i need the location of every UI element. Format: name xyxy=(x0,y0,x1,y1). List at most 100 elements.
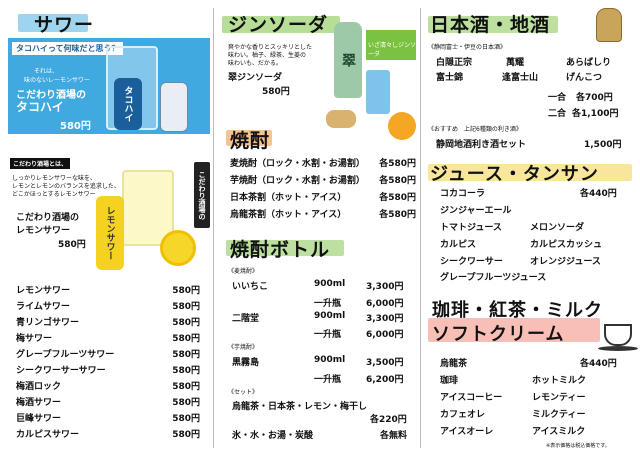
sake-title: 日本酒・地酒 xyxy=(430,14,551,36)
isho-2: 一升瓶 xyxy=(314,330,342,340)
takohai-banner: タコハイって何味だと思う？ xyxy=(12,42,124,55)
gin-desc-1: 爽やかな香りとスッキリとした xyxy=(228,44,313,51)
juice-left-item: ジンジャーエール xyxy=(440,206,512,216)
shochu-item: 芋焼酎（ロック・水割・お湯割）各580円 xyxy=(230,176,416,186)
gin-price: 580円 xyxy=(262,87,290,97)
kiki-set: 静岡地酒利き酒セット xyxy=(436,140,527,150)
lemon-price: 580円 xyxy=(58,240,86,250)
ml-3: 900ml xyxy=(314,355,346,365)
lemon-desc-2: レモンとレモンのバランスを追求した、 xyxy=(12,183,120,190)
imo-label: 《芋焼酎》 xyxy=(228,344,259,351)
shochu-title: 焼酎 xyxy=(230,130,271,152)
ml-1: 900ml xyxy=(314,279,346,289)
sake-brand-6: げんこつ xyxy=(566,73,603,83)
column-divider-1 xyxy=(213,8,214,448)
price-5: 3,500円 xyxy=(366,358,404,368)
isho-3: 一升瓶 xyxy=(314,375,342,385)
ichigo-label: 一合 xyxy=(548,93,567,103)
shochu-item: 麦焼酎（ロック・水割・お湯割）各580円 xyxy=(230,159,416,169)
cafe-left-item: 珈琲 xyxy=(440,376,459,386)
shochu-item: 烏龍茶割（ホット・アイス）各580円 xyxy=(230,210,416,220)
cafe-left-item: アイスコーヒー xyxy=(440,393,503,403)
yuzu-icon xyxy=(388,112,416,140)
coffee-cup-icon xyxy=(604,324,632,346)
price-1: 3,300円 xyxy=(366,282,404,292)
gin-badge-text: いざ清々しジンソーダ xyxy=(368,42,417,58)
isho-1: 一升瓶 xyxy=(314,299,342,309)
lemon-desc-1: しっかりレモンサワーな味を、 xyxy=(12,175,97,182)
cafe-right-item: レモンティー xyxy=(532,393,586,403)
column-divider-2 xyxy=(420,8,421,448)
gin-bottle-icon: 翠 xyxy=(334,22,362,98)
lemon-name-2: レモンサワー xyxy=(16,226,71,236)
ginger-icon xyxy=(326,110,356,128)
juice-left-item: コカコーラ xyxy=(440,189,486,199)
bottle-title-band xyxy=(226,240,344,256)
lemon-name-1: こだわり酒場の xyxy=(16,213,80,223)
footnote: ※表示価格は税込価格です。 xyxy=(546,443,610,449)
nikaido: 二階堂 xyxy=(232,314,260,324)
set-line: 烏龍茶・日本茶・レモン・梅干し xyxy=(232,402,368,412)
mugi-label: 《麦焼酎》 xyxy=(228,268,259,275)
sake-bottle-icon xyxy=(596,8,622,42)
juice-left-item: グレープフルーツジュース xyxy=(440,273,547,283)
ml-2: 900ml xyxy=(314,311,346,321)
takohai-bottle-icon xyxy=(160,82,188,132)
lemon-can-icon: レモンサワー xyxy=(96,196,124,270)
sake-sub-1: 《静岡富士・伊豆の日本酒》 xyxy=(428,44,507,51)
set-price: 各220円 xyxy=(370,415,407,425)
gin-item: 翠ジンソーダ xyxy=(228,73,283,83)
nigo-price: 各1,100円 xyxy=(572,109,619,119)
lemon-banner: こだわり酒場とは、 xyxy=(10,158,71,169)
takohai-can-icon: タコハイ xyxy=(114,78,142,130)
cafe-right-item: ミルクティー xyxy=(532,410,586,420)
cafe-right-item: アイスミルク xyxy=(532,427,586,437)
cafe-title-2: ソフトクリーム xyxy=(432,324,565,345)
gin-badge xyxy=(366,30,416,60)
sake-brand-4: 富士錦 xyxy=(436,73,464,83)
kiki-price: 1,500円 xyxy=(584,140,622,150)
takohai-price: 580円 xyxy=(60,121,91,132)
shochu-title-band xyxy=(226,130,272,146)
iichiko: いいちこ xyxy=(232,282,269,292)
juice-title-band xyxy=(428,164,632,181)
sake-brand-3: あらばしり xyxy=(566,58,612,68)
gin-title-band xyxy=(222,16,340,33)
free-price: 各無料 xyxy=(380,431,408,441)
juice-right-item: オレンジジュース xyxy=(530,257,601,267)
nigo-label: 二合 xyxy=(548,109,567,119)
sour-title-band xyxy=(18,14,88,32)
sour-title: サワー xyxy=(34,14,95,36)
juice-price: 各440円 xyxy=(580,189,617,199)
free-line: 氷・水・お湯・炭酸 xyxy=(232,431,314,441)
cafe-right-item: ホットミルク xyxy=(532,376,587,386)
kurokiri: 黒霧島 xyxy=(232,358,260,368)
juice-right-item: カルピスカッシュ xyxy=(530,240,603,250)
gin-desc-2: 味わい。柚子、緑茶、生姜の xyxy=(228,52,307,59)
price-6: 6,200円 xyxy=(366,375,404,385)
cafe-price: 各440円 xyxy=(580,359,617,369)
sake-brand-5: 逢富士山 xyxy=(502,73,539,83)
takohai-small-2: 味のないレーモンサワー xyxy=(24,77,91,84)
juice-left-item: トマトジュース xyxy=(440,223,502,233)
cafe-left-item: アイスオーレ xyxy=(440,427,494,437)
gin-glass-icon xyxy=(366,70,390,114)
gin-desc-3: 味わいも、だかる。 xyxy=(228,60,282,67)
juice-title: ジュース・タンサン xyxy=(430,164,599,185)
lemon-tag-icon: こだわり酒場の xyxy=(194,162,210,228)
price-2: 6,000円 xyxy=(366,299,404,309)
juice-left-item: カルピス xyxy=(440,240,477,250)
cafe-left-item: 烏龍茶 xyxy=(440,359,468,369)
takohai-name-2: タコハイ xyxy=(16,100,64,114)
sake-brand-1: 白隠正宗 xyxy=(436,58,473,68)
bottle-title: 焼酎ボトル xyxy=(230,239,331,261)
